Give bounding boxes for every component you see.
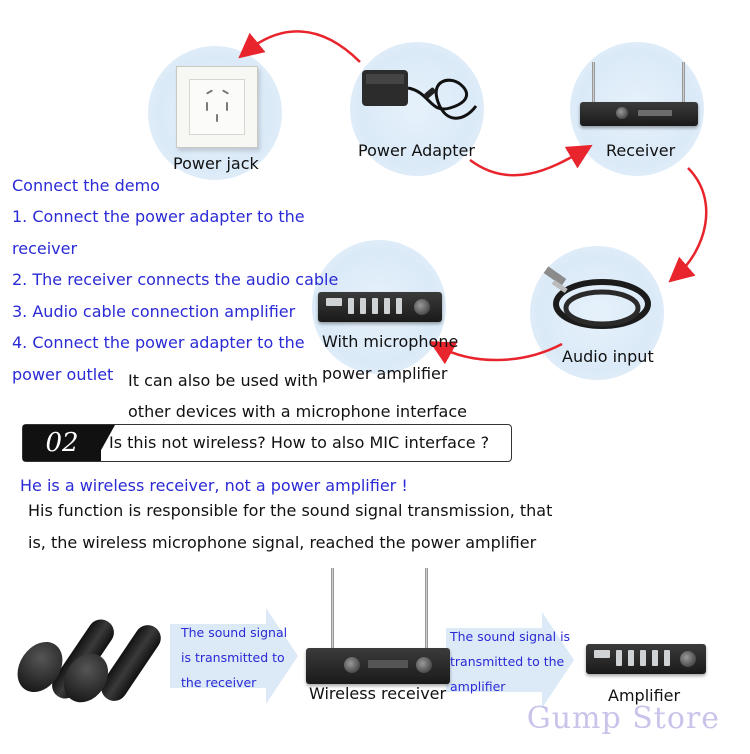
answer-line1: He is a wireless receiver, not a power a…: [20, 476, 408, 495]
wireless-receiver-antenna-left: [331, 568, 334, 650]
wireless-receiver-label: Wireless receiver: [309, 684, 447, 703]
instruction-line: 2. The receiver connects the audio cable: [12, 270, 339, 289]
flow-arrow-1: [170, 608, 298, 704]
power-adapter-label: Power Adapter: [358, 141, 475, 160]
section-number: 02: [23, 425, 101, 461]
audio-input-label: Audio input: [562, 347, 654, 366]
audio-cable-image: [543, 266, 651, 329]
signal1-line: The sound signal: [181, 625, 288, 640]
connection-arrows: [238, 30, 708, 365]
store-watermark: Gump Store: [526, 701, 720, 736]
amplifier-label-line1: With microphone: [322, 332, 459, 351]
signal2-line: amplifier: [450, 679, 506, 694]
wireless-receiver-image: [306, 648, 450, 684]
receiver-image: [580, 102, 698, 126]
power-adapter-circle: [350, 42, 484, 176]
receiver-antenna-left: [592, 62, 595, 104]
answer-line2: His function is responsible for the soun…: [28, 501, 553, 520]
arrow-adapter-to-jack: [238, 30, 361, 63]
receiver-antenna-right: [682, 62, 685, 104]
flow-arrow-2: [446, 612, 574, 708]
wireless-receiver-antenna-right: [425, 568, 428, 650]
amplifier-bottom-label: Amplifier: [608, 686, 681, 705]
arrow-adapter-to-receiver: [469, 144, 593, 177]
amplifier-bottom-image: [586, 644, 706, 674]
instruction-line: 3. Audio cable connection amplifier: [12, 302, 296, 321]
amplifier-label-line2: power amplifier: [322, 364, 448, 383]
instruction-line: 1. Connect the power adapter to the: [12, 207, 305, 226]
note-line1: It can also be used with: [128, 371, 318, 390]
instruction-line: power outlet: [12, 365, 114, 384]
instructions-heading: Connect the demo: [12, 176, 160, 195]
receiver-label: Receiver: [606, 141, 676, 160]
power-adapter-image: [362, 70, 478, 120]
section-banner: 02 Is this not wireless? How to also MIC…: [22, 424, 512, 462]
section-question: Is this not wireless? How to also MIC in…: [109, 433, 490, 452]
signal2-line: transmitted to the: [450, 654, 565, 669]
arrow-receiver-to-audio: [668, 167, 708, 283]
amplifier-image: [318, 292, 442, 322]
signal1-line: is transmitted to: [181, 650, 285, 665]
signal2-line: The sound signal is: [450, 629, 571, 644]
note-line2: other devices with a microphone interfac…: [128, 402, 467, 421]
instruction-line: receiver: [12, 239, 78, 258]
answer-line3: is, the wireless microphone signal, reac…: [28, 533, 537, 552]
signal1-line: the receiver: [181, 675, 257, 690]
power-outlet-image: [176, 66, 258, 148]
instruction-line: 4. Connect the power adapter to the: [12, 333, 305, 352]
power-jack-label: Power jack: [173, 154, 259, 173]
arrow-audio-to-amplifier: [429, 341, 563, 365]
